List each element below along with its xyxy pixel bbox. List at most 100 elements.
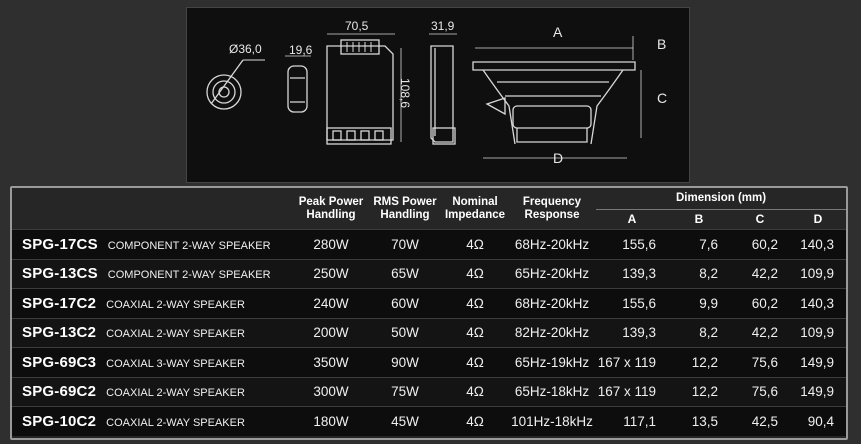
model-description: COAXIAL 2-WAY SPEAKER [106,387,245,400]
model-description: COAXIAL 2-WAY SPEAKER [106,328,245,341]
model-code: SPG-13CS [22,265,98,283]
header-dim-c: C [755,212,765,226]
model-cell: SPG-69C3 COAXIAL 3-WAY SPEAKER [12,347,294,377]
impedance-cell: 4Ω [442,229,508,259]
tweeter-side-drawing [285,55,311,113]
frequency-cell: 65Hz-20kHz [508,258,596,289]
dim-b-cell: 8,2 [668,258,730,289]
speaker-side-drawing [472,36,642,159]
dim-label-crossover-width: 70,5 [345,19,369,33]
model-description: COAXIAL 2-WAY SPEAKER [106,416,245,429]
peak-power-cell: 280W [294,229,368,259]
model-description: COMPONENT 2-WAY SPEAKER [107,239,271,252]
dim-c-cell: 42,2 [730,258,790,289]
model-description: COAXIAL 3-WAY SPEAKER [106,357,245,370]
dim-label-tweeter-depth: 19,6 [289,43,313,57]
header-dim-d: D [813,212,823,226]
model-code: SPG-17C2 [22,294,97,312]
dim-c-cell: 75,6 [730,347,790,377]
model-cell: SPG-17C2 COAXIAL 2-WAY SPEAKER [12,288,294,318]
crossover-side-drawing [429,33,457,145]
rms-power-cell: 50W [368,317,442,348]
model-cell: SPG-13C2 COAXIAL 2-WAY SPEAKER [12,317,294,348]
dim-b-cell: 12,2 [668,376,730,407]
dim-d-cell: 90,4 [790,406,847,436]
header-dimension: Dimension (mm) [596,188,847,210]
impedance-cell: 4Ω [442,347,508,377]
rms-power-cell: 45W [368,406,442,436]
dim-d-cell: 140,3 [790,288,847,318]
spec-table-panel: Peak Power Handling RMS Power Handling N… [10,186,848,440]
dim-a-cell: 167 x 119 [596,376,668,407]
peak-power-cell: 200W [294,317,368,348]
dim-d-cell: 149,9 [790,347,847,377]
dim-a-cell: 139,3 [596,317,668,348]
dim-label-b: B [657,36,667,52]
dim-d-cell: 109,9 [790,258,847,289]
peak-power-cell: 180W [294,406,368,436]
header-rms-power: RMS Power Handling [373,195,437,221]
dim-a-cell: 155,6 [596,288,668,318]
rms-power-cell: 90W [368,347,442,377]
impedance-cell: 4Ω [442,317,508,348]
dim-a-cell: 167 x 119 [596,347,668,377]
model-code: SPG-17CS [22,235,98,253]
peak-power-cell: 350W [294,347,368,377]
dim-b-cell: 13,5 [668,406,730,436]
header-frequency: Frequency Response [522,195,582,221]
tweeter-drawing [206,59,265,110]
impedance-cell: 4Ω [442,406,508,436]
frequency-cell: 68Hz-20kHz [508,288,596,318]
model-code: SPG-69C3 [22,353,97,371]
dim-d-cell: 140,3 [790,229,847,259]
rms-power-cell: 60W [368,288,442,318]
dim-label-tweeter-diameter: Ø36,0 [229,42,262,56]
speaker-drawing [206,33,642,159]
dim-d-cell: 109,9 [790,317,847,348]
rms-power-cell: 75W [368,376,442,407]
model-code: SPG-13C2 [22,324,97,342]
frequency-cell: 101Hz-18kHz [508,406,596,436]
dimension-diagram: Ø36,0 19,6 70,5 108,6 31,9 A B C D [186,7,690,183]
header-peak-power: Peak Power Handling [298,195,364,221]
dim-label-d: D [553,150,564,166]
peak-power-cell: 250W [294,258,368,289]
model-description: COAXIAL 2-WAY SPEAKER [106,298,245,311]
impedance-cell: 4Ω [442,258,508,289]
dim-b-cell: 7,6 [668,229,730,259]
impedance-cell: 4Ω [442,288,508,318]
frequency-cell: 82Hz-20kHz [508,317,596,348]
dim-a-cell: 139,3 [596,258,668,289]
dim-c-cell: 42,5 [730,406,790,436]
rms-power-cell: 70W [368,229,442,259]
dim-b-cell: 8,2 [668,317,730,348]
model-description: COMPONENT 2-WAY SPEAKER [107,269,271,282]
dim-c-cell: 60,2 [730,288,790,318]
dim-c-cell: 75,6 [730,376,790,407]
dim-label-a: A [553,24,563,40]
model-cell: SPG-69C2 COAXIAL 2-WAY SPEAKER [12,376,294,407]
model-code: SPG-69C2 [22,383,97,401]
model-cell: SPG-17CS COMPONENT 2-WAY SPEAKER [12,229,294,259]
dim-a-cell: 117,1 [596,406,668,436]
frequency-cell: 65Hz-18kHz [508,376,596,407]
dim-c-cell: 60,2 [730,229,790,259]
frequency-cell: 68Hz-20kHz [508,229,596,259]
crossover-drawing [326,33,402,145]
header-impedance: Nominal Impedance [444,195,506,221]
dim-d-cell: 149,9 [790,376,847,407]
dim-b-cell: 9,9 [668,288,730,318]
dim-label-c: C [657,90,668,106]
spec-table: Peak Power Handling RMS Power Handling N… [12,188,847,436]
dim-label-crossover-height: 108,6 [398,77,413,109]
header-dim-b: B [694,212,704,226]
peak-power-cell: 300W [294,376,368,407]
